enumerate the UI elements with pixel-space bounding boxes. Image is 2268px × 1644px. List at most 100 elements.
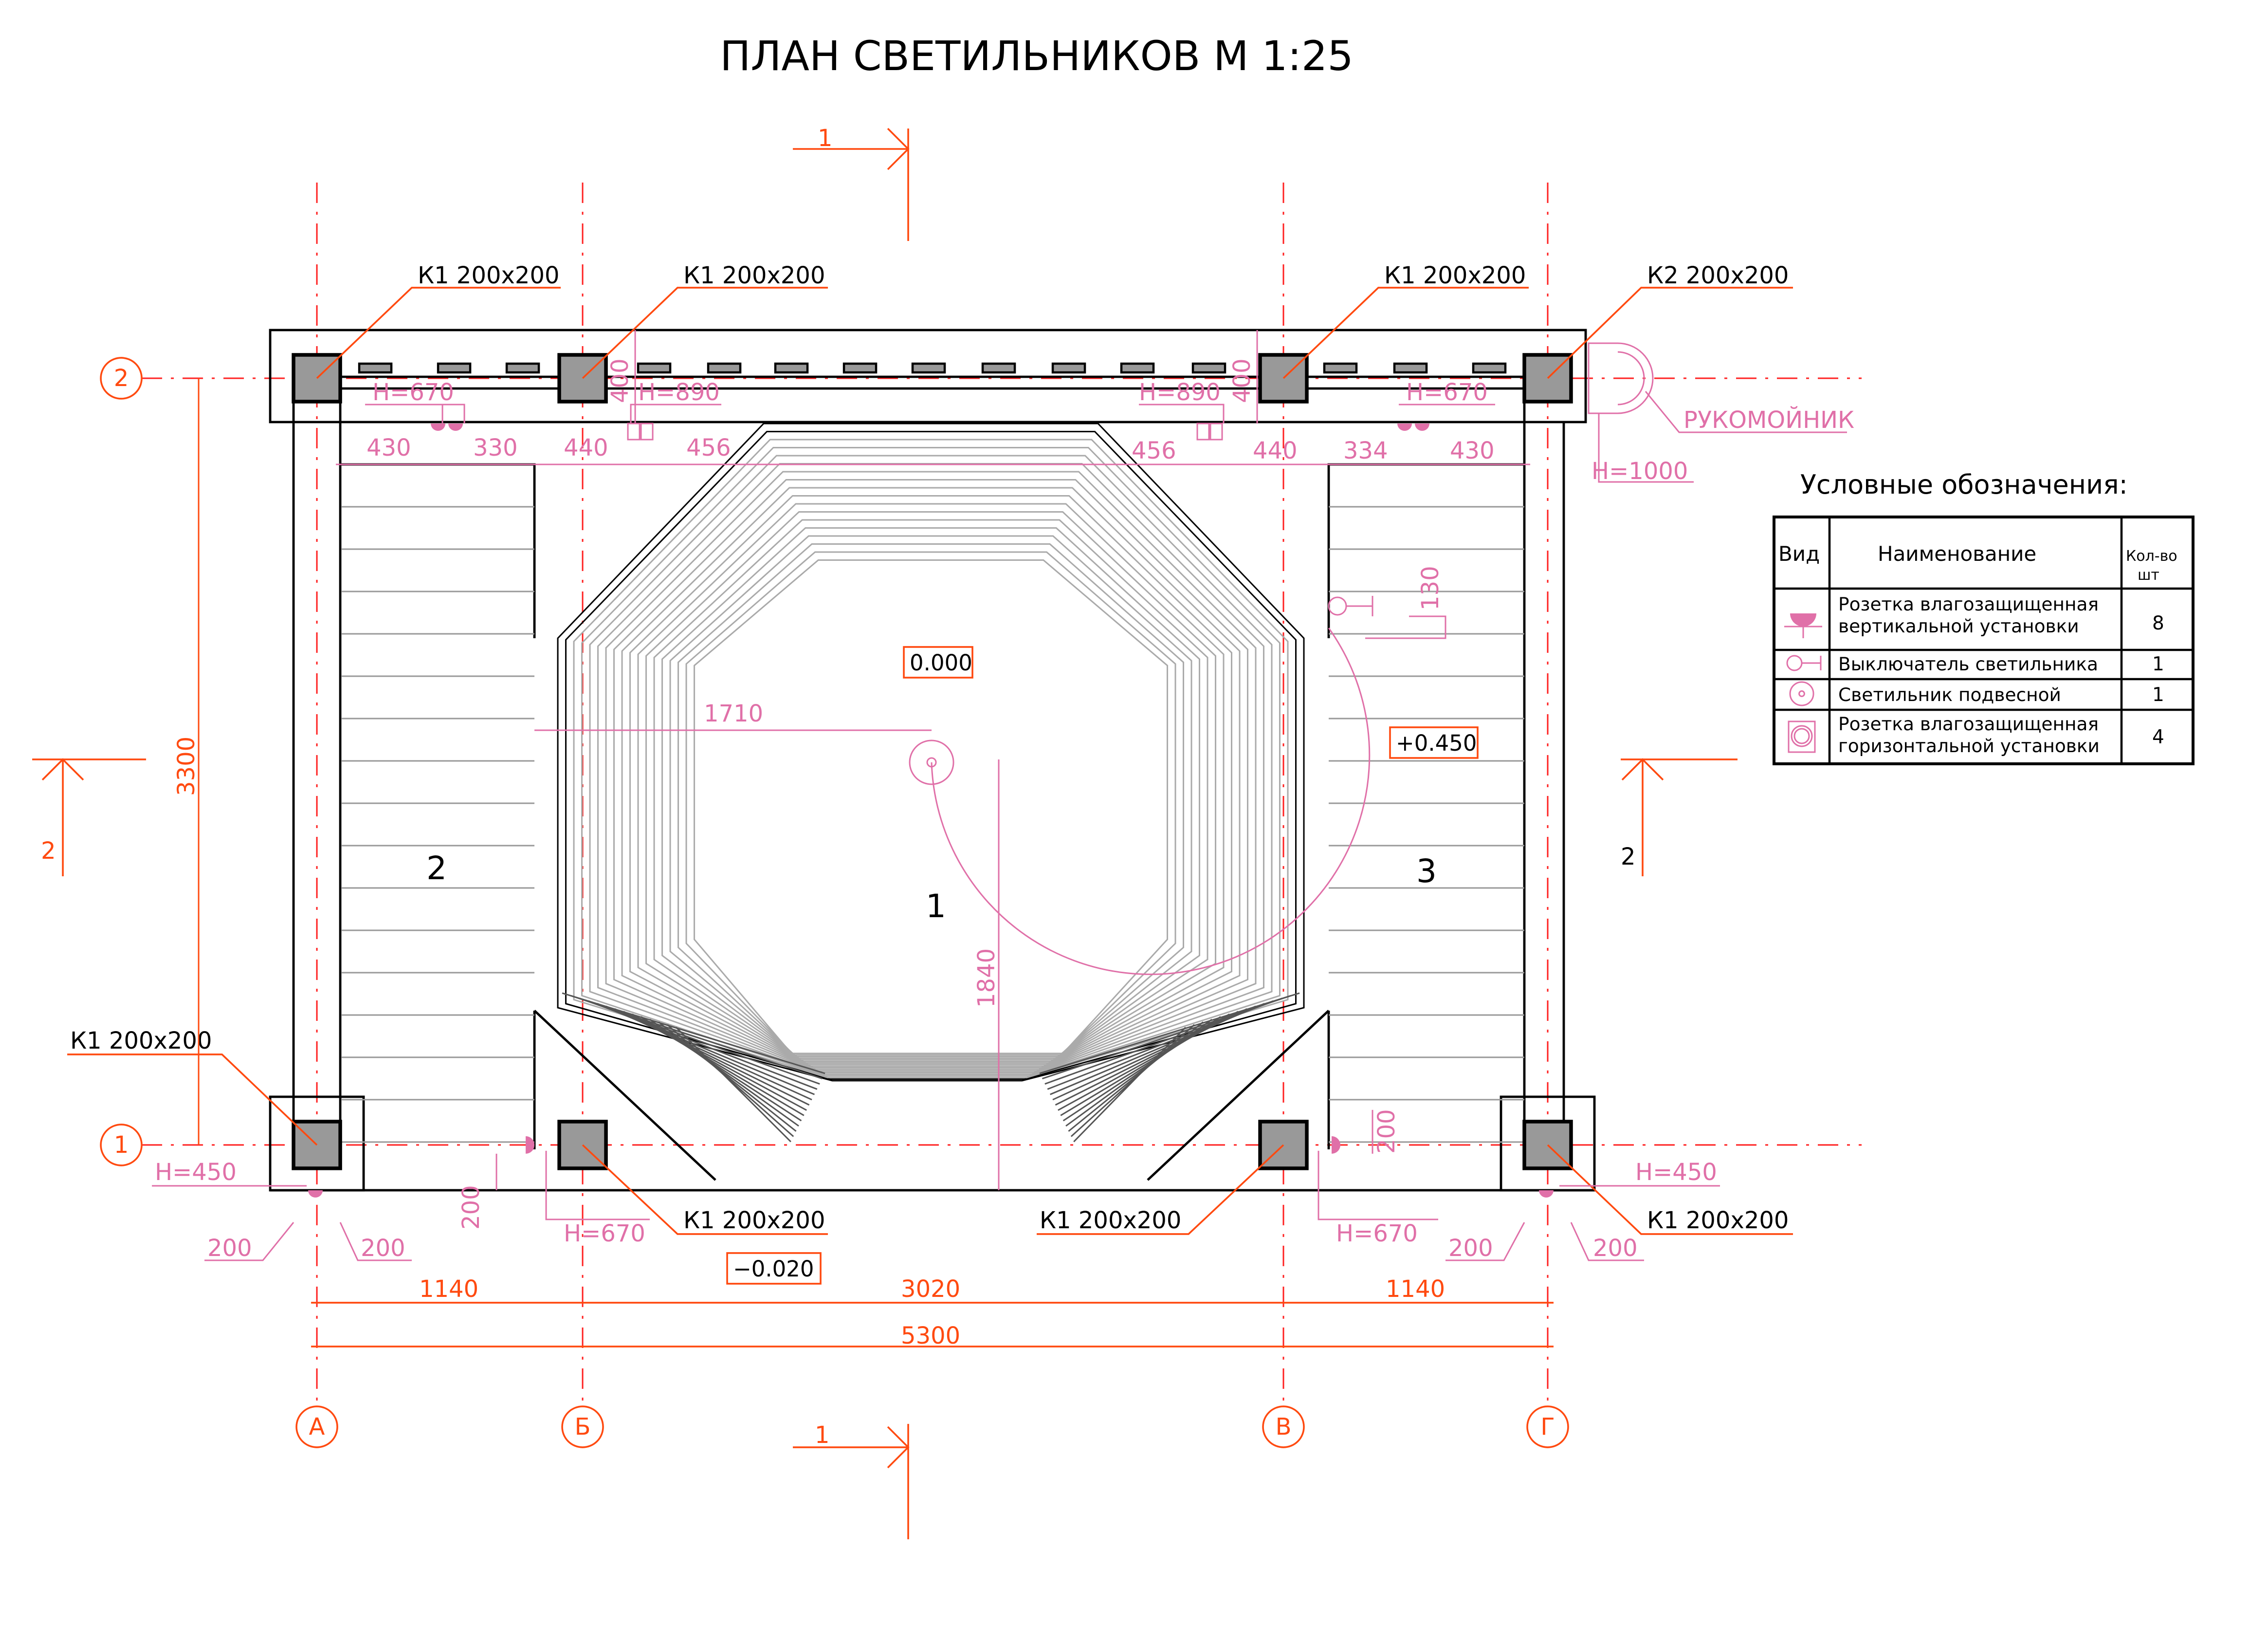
- svg-text:+0.450: +0.450: [1396, 730, 1477, 756]
- pendant-light-icon: [1789, 681, 1814, 706]
- level-mark-center: 0.000: [903, 646, 973, 679]
- svg-text:400: 400: [606, 358, 634, 403]
- wall-blocks: [358, 362, 1507, 374]
- axis-bubble-2: 2: [100, 357, 143, 400]
- socket-horizontal-icon: [1788, 720, 1816, 753]
- stair-arm-step: [676, 1027, 791, 1143]
- section-marker-top: 1: [793, 125, 910, 241]
- svg-text:А: А: [309, 1413, 325, 1441]
- stair-arm-step: [1068, 1021, 1204, 1132]
- svg-text:456: 456: [686, 434, 731, 462]
- svg-text:430: 430: [366, 434, 411, 462]
- stair-arm-step: [1058, 1011, 1239, 1111]
- svg-text:Б: Б: [575, 1413, 591, 1441]
- svg-text:130: 130: [1417, 566, 1444, 610]
- svg-text:330: 330: [473, 434, 518, 462]
- step-outline: [637, 503, 1225, 1066]
- socket-horizontal-icon: [627, 423, 1223, 441]
- stair-arm-step: [632, 1013, 805, 1116]
- svg-text:H=670: H=670: [1336, 1220, 1418, 1247]
- svg-text:горизонтальной установки: горизонтальной установки: [1838, 735, 2100, 757]
- svg-text:200: 200: [207, 1235, 252, 1262]
- switch-wiring-arc: [931, 628, 1371, 975]
- stair-arm-step: [1073, 1027, 1187, 1143]
- wall-block: [1393, 362, 1428, 374]
- room-number: 1: [926, 887, 946, 925]
- step-outline: [677, 543, 1185, 1057]
- column-leaders: К1 200х200 К1 200х200 К1 200х200 К2 200х…: [67, 262, 1793, 1235]
- axis-bubble-G: Г: [1526, 1405, 1569, 1448]
- stair-arm-step: [640, 1016, 802, 1122]
- wall-block: [637, 362, 672, 374]
- switch-icon: [1786, 655, 1822, 671]
- svg-text:200: 200: [457, 1185, 485, 1230]
- section-label: 2: [41, 837, 56, 865]
- stair-arm-step: [1062, 1016, 1221, 1122]
- svg-text:РУКОМОЙНИК: РУКОМОЙНИК: [1683, 406, 1854, 434]
- svg-text:шт: шт: [2138, 567, 2159, 584]
- axis-bubble-B: Б: [561, 1405, 604, 1448]
- wall-block: [911, 362, 946, 374]
- svg-text:К1 200х200: К1 200х200: [70, 1027, 212, 1054]
- svg-text:334: 334: [1343, 437, 1388, 464]
- stair-edge: [1147, 1010, 1330, 1181]
- svg-text:К1 200х200: К1 200х200: [1647, 1207, 1789, 1234]
- grid-axes: [142, 182, 1862, 1405]
- svg-text:400: 400: [1228, 358, 1256, 403]
- svg-text:Г: Г: [1540, 1413, 1555, 1441]
- svg-text:1: 1: [2152, 653, 2164, 675]
- step-outline: [645, 511, 1217, 1064]
- svg-text:H=450: H=450: [1635, 1159, 1717, 1186]
- svg-text:Вид: Вид: [1778, 542, 1820, 566]
- svg-text:4: 4: [2152, 726, 2164, 748]
- svg-text:430: 430: [1450, 437, 1495, 464]
- svg-text:К1 200х200: К1 200х200: [1384, 262, 1526, 289]
- svg-text:1710: 1710: [704, 700, 763, 727]
- wall-block: [437, 362, 472, 374]
- svg-text:200: 200: [1373, 1109, 1400, 1154]
- svg-text:Наименование: Наименование: [1878, 542, 2036, 566]
- drawing-title: ПЛАН СВЕТИЛЬНИКОВ М 1:25: [720, 32, 1353, 80]
- step-outline: [694, 559, 1169, 1054]
- svg-text:8: 8: [2152, 612, 2164, 634]
- step-outline: [565, 430, 1297, 1080]
- socket-vertical-icon: [308, 423, 1554, 1198]
- section-marker-left: 2: [32, 758, 146, 876]
- axis-bubble-A: А: [295, 1405, 338, 1448]
- svg-text:3300: 3300: [173, 737, 200, 796]
- step-outline: [589, 455, 1273, 1075]
- level-mark-bottom: −0.020: [726, 1252, 822, 1285]
- stair-arm-step: [658, 1021, 797, 1132]
- svg-text:Розетка влагозащищенная: Розетка влагозащищенная: [1838, 713, 2099, 735]
- svg-text:В: В: [1276, 1413, 1292, 1441]
- wall-block: [1323, 362, 1358, 374]
- wall-block: [1472, 362, 1507, 374]
- wall-block: [1191, 362, 1226, 374]
- svg-text:К1 200х200: К1 200х200: [1040, 1207, 1181, 1234]
- octagonal-steps: [533, 423, 1330, 1181]
- wall-block: [842, 362, 878, 374]
- stair-arm-step: [1065, 1018, 1212, 1127]
- room-number: 2: [426, 850, 447, 887]
- svg-text:456: 456: [1132, 437, 1176, 464]
- svg-text:H=890: H=890: [1139, 379, 1221, 406]
- svg-text:440: 440: [1253, 437, 1298, 464]
- step-outline: [613, 479, 1249, 1071]
- svg-text:H=670: H=670: [564, 1220, 645, 1247]
- wall-block: [707, 362, 742, 374]
- step-outline: [605, 471, 1257, 1072]
- wall-block: [358, 362, 393, 374]
- legend: Условные обозначения: Вид Наименование К…: [1773, 469, 2195, 765]
- svg-text:H=450: H=450: [155, 1159, 237, 1186]
- svg-text:−0.020: −0.020: [733, 1256, 814, 1282]
- svg-text:H=670: H=670: [372, 379, 454, 406]
- step-outline: [621, 487, 1241, 1069]
- svg-text:1140: 1140: [1386, 1275, 1445, 1303]
- svg-text:К2 200х200: К2 200х200: [1647, 262, 1789, 289]
- svg-text:1: 1: [2152, 684, 2164, 706]
- sink-symbol: РУКОМОЙНИК H=1000: [1588, 342, 1854, 485]
- axis-bubble-1: 1: [100, 1124, 143, 1166]
- level-mark-right: +0.450: [1389, 726, 1479, 759]
